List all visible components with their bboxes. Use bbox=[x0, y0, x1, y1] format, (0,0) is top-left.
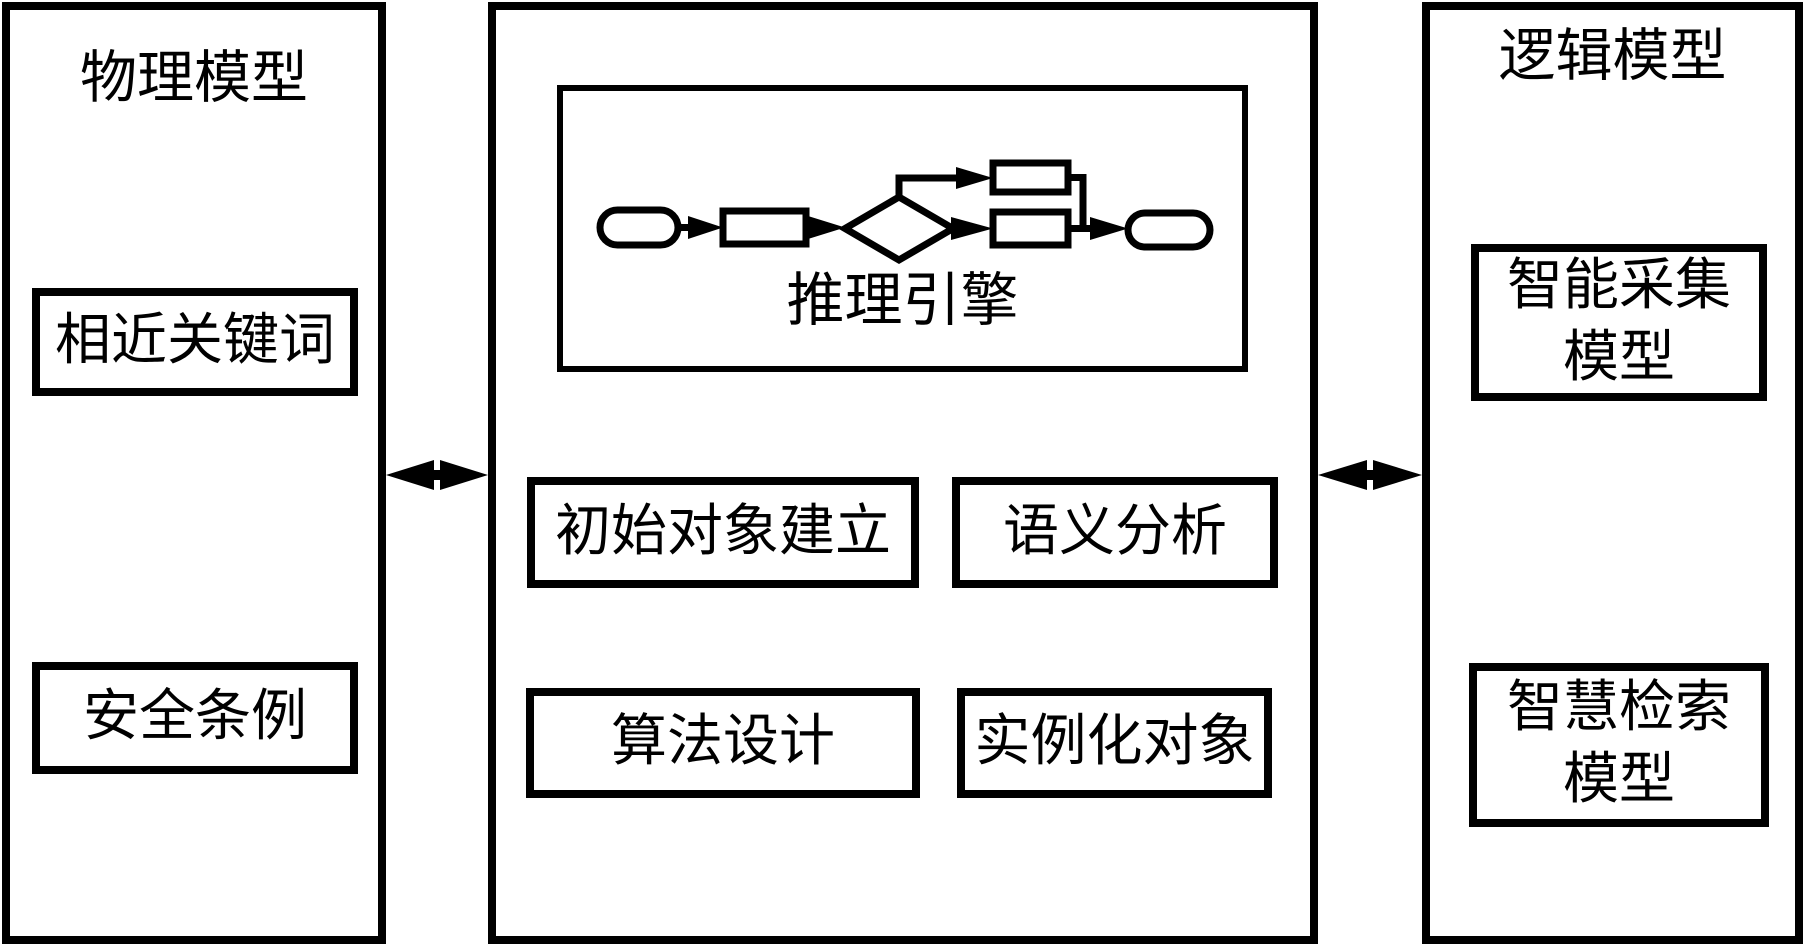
flow-arrowhead-icon bbox=[688, 216, 723, 239]
flow-merge-connector bbox=[1068, 174, 1087, 229]
flow-arrowhead-icon bbox=[1090, 217, 1128, 240]
similar-keywords-label: 相近关键词 bbox=[55, 310, 335, 373]
arrow-right-head-icon bbox=[1373, 460, 1422, 490]
left-bidirectional-arrow-icon bbox=[386, 460, 488, 490]
flow-arrowhead-icon bbox=[808, 216, 845, 239]
flow-process-node-icon bbox=[719, 207, 810, 248]
similar-keywords-box: 相近关键词 bbox=[32, 288, 358, 396]
flow-start-terminator-icon bbox=[596, 206, 682, 249]
flow-branch-connector bbox=[895, 174, 958, 197]
safety-regulations-label: 安全条例 bbox=[83, 686, 307, 749]
smart-retrieval-model-line1: 智慧检索 bbox=[1507, 677, 1731, 740]
arrow-left-head-icon bbox=[386, 460, 434, 490]
smart-retrieval-model-box: 智慧检索 模型 bbox=[1469, 663, 1769, 827]
physical-model-title: 物理模型 bbox=[80, 47, 308, 110]
flow-branch-process-bottom-icon bbox=[989, 208, 1072, 249]
flow-decision-node-icon bbox=[838, 192, 960, 265]
initial-object-creation-box: 初始对象建立 bbox=[527, 477, 919, 588]
intelligent-collection-model-line1: 智能采集 bbox=[1507, 254, 1731, 317]
instantiated-object-box: 实例化对象 bbox=[957, 688, 1272, 798]
inference-flowchart bbox=[596, 159, 1214, 265]
arrow-shaft bbox=[1359, 470, 1381, 480]
physical-model-panel bbox=[2, 2, 386, 944]
arrow-right-head-icon bbox=[440, 460, 488, 490]
intelligent-collection-model-box: 智能采集 模型 bbox=[1471, 244, 1767, 401]
algorithm-design-box: 算法设计 bbox=[526, 688, 920, 798]
safety-regulations-box: 安全条例 bbox=[32, 662, 358, 774]
right-bidirectional-arrow-icon bbox=[1318, 460, 1422, 490]
semantic-analysis-label: 语义分析 bbox=[1003, 500, 1227, 563]
semantic-analysis-box: 语义分析 bbox=[952, 477, 1278, 588]
logical-model-title: 逻辑模型 bbox=[1498, 25, 1727, 88]
arrow-shaft bbox=[426, 470, 448, 480]
inference-engine-label: 推理引擎 bbox=[786, 268, 1019, 333]
algorithm-design-label: 算法设计 bbox=[611, 711, 835, 774]
flow-end-terminator-icon bbox=[1124, 209, 1214, 251]
arrow-left-head-icon bbox=[1318, 460, 1367, 490]
flow-arrowhead-icon bbox=[956, 167, 993, 189]
initial-object-creation-label: 初始对象建立 bbox=[555, 500, 891, 563]
flow-arrowhead-icon bbox=[951, 217, 993, 240]
smart-retrieval-model-line2: 模型 bbox=[1563, 749, 1675, 811]
intelligent-collection-model-line2: 模型 bbox=[1563, 326, 1675, 389]
instantiated-object-label: 实例化对象 bbox=[974, 711, 1255, 774]
flow-branch-process-top-icon bbox=[989, 159, 1072, 196]
